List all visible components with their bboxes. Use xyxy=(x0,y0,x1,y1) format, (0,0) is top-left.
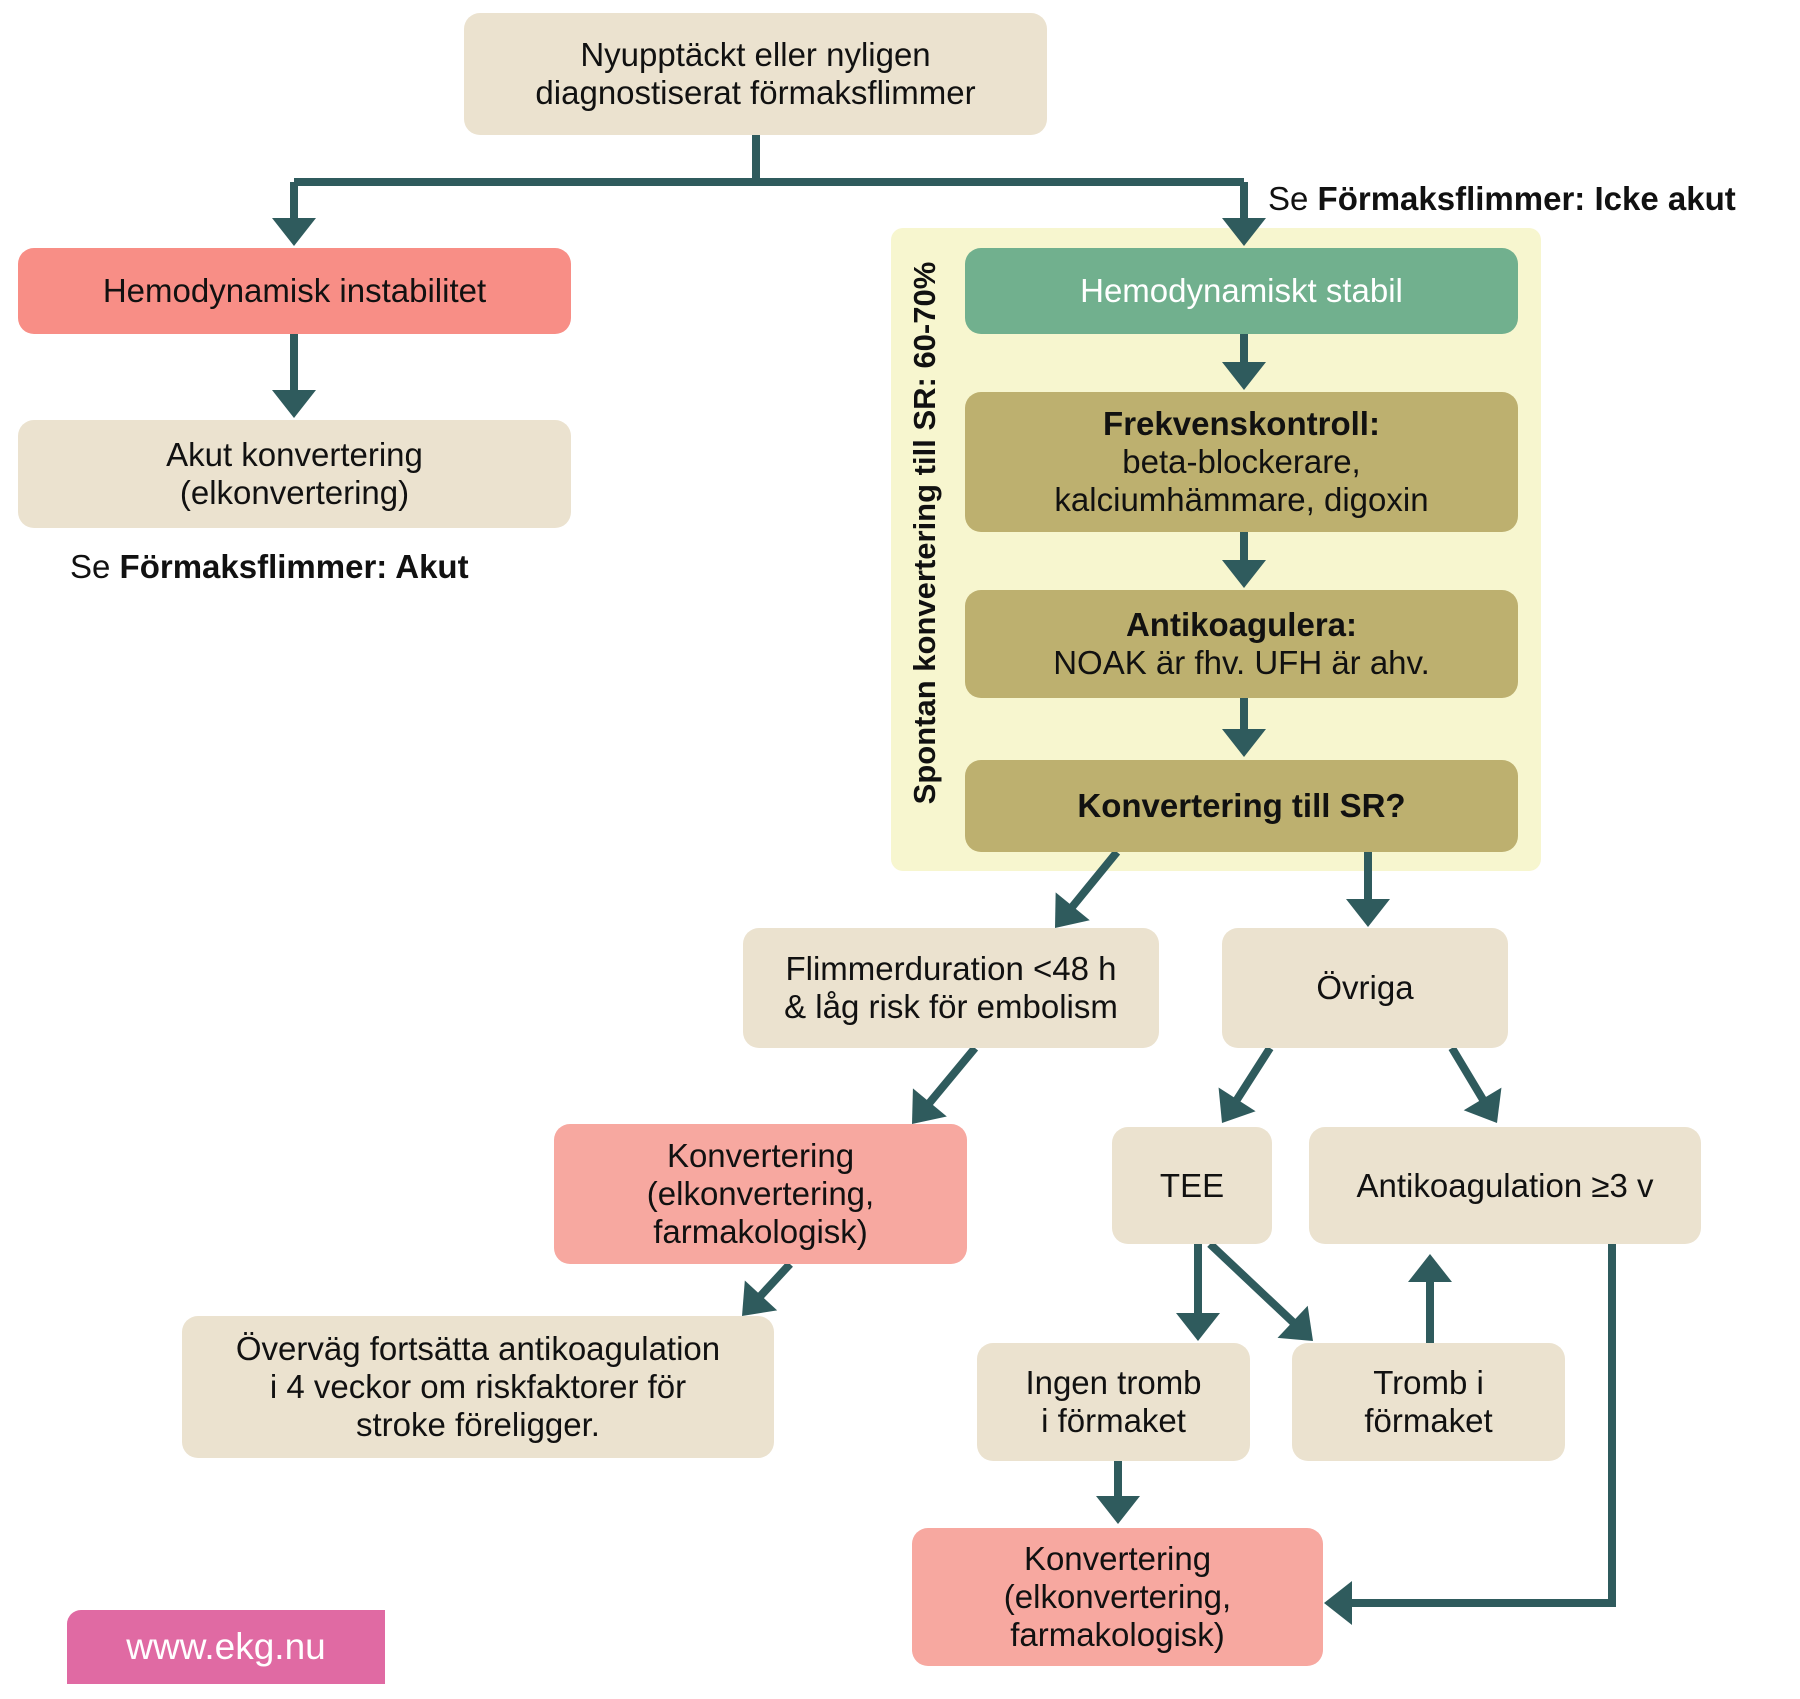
arrow-to-acute-conversion-head xyxy=(272,390,316,418)
thrombus-node: Tromb i förmaket xyxy=(1292,1343,1565,1461)
arrow-to-tee-line xyxy=(1232,1045,1274,1104)
see-acute-prefix: Se xyxy=(70,548,111,585)
arrow-to-consider-head xyxy=(742,1280,778,1316)
see-non-acute-link[interactable]: Förmaksflimmer: Icke akut xyxy=(1317,180,1736,217)
arrow-to-thrombus-line xyxy=(1207,1241,1297,1327)
conversion-bottom-node: Konvertering (elkonvertering, farmakolog… xyxy=(912,1528,1323,1666)
arrow-to-conversion-left-head xyxy=(912,1088,947,1124)
conversion-left-node: Konvertering (elkonvertering, farmakolog… xyxy=(554,1124,967,1264)
arrow-anticoagulation-to-conversion-line xyxy=(1350,1244,1616,1607)
conversion-question-title: Konvertering till SR? xyxy=(1077,787,1406,824)
conversion-bottom-line-3: farmakologisk) xyxy=(1010,1616,1225,1653)
others-node: Övriga xyxy=(1222,928,1508,1048)
rate-control-line-2: kalciumhämmare, digoxin xyxy=(1054,481,1429,518)
arrow-to-short-duration-line xyxy=(1068,849,1121,911)
short-duration-line-1: Flimmerduration <48 h xyxy=(785,950,1117,987)
short-duration-line-2: & låg risk för embolism xyxy=(784,988,1118,1025)
arrow-to-consider-line xyxy=(756,1261,793,1300)
hemodynamic-stable-node: Hemodynamiskt stabil xyxy=(965,248,1518,334)
see-acute-link[interactable]: Förmaksflimmer: Akut xyxy=(119,548,469,585)
arrow-to-tee-head xyxy=(1218,1087,1256,1123)
arrow-to-no-thrombus-head xyxy=(1176,1313,1220,1341)
rate-control-line-1: beta-blockerare, xyxy=(1122,443,1361,480)
anticoagulation-3w-node: Antikoagulation ≥3 v xyxy=(1309,1127,1701,1244)
arrow-to-others-head xyxy=(1346,899,1390,927)
others-label: Övriga xyxy=(1316,969,1414,1006)
hemodynamic-instability-node: Hemodynamisk instabilitet xyxy=(18,248,571,334)
acute-conversion-line-1: Akut konvertering xyxy=(166,436,423,473)
start-line-1: Nyupptäckt eller nyligen xyxy=(580,36,931,73)
thrombus-line-2: förmaket xyxy=(1364,1402,1493,1439)
anticoagulate-node: Antikoagulera: NOAK är fhv. UFH är ahv. xyxy=(965,590,1518,698)
anticoagulate-line-1: NOAK är fhv. UFH är ahv. xyxy=(1053,644,1430,681)
anticoagulate-title: Antikoagulera: xyxy=(1125,606,1358,643)
tee-node: TEE xyxy=(1112,1127,1272,1244)
arrow-to-conversion-bottom-head xyxy=(1096,1496,1140,1524)
stable-label: Hemodynamiskt stabil xyxy=(1080,272,1403,309)
ekg-logo[interactable]: www.ekg.nu xyxy=(67,1610,385,1684)
arrow-to-conversion-left-line xyxy=(925,1045,979,1107)
arrow-thrombus-to-anticoagulation-head xyxy=(1408,1254,1452,1282)
start-node: Nyupptäckt eller nyligen diagnostiserat … xyxy=(464,13,1047,135)
arrow-to-anticoagulation-3w-head xyxy=(1463,1087,1502,1123)
rate-control-title: Frekvenskontroll: xyxy=(1103,405,1380,442)
see-non-acute-prefix: Se xyxy=(1268,180,1309,217)
conversion-left-line-1: Konvertering xyxy=(666,1137,855,1174)
consider-line-2: i 4 veckor om riskfaktorer för xyxy=(269,1368,687,1405)
acute-conversion-node: Akut konvertering (elkonvertering) xyxy=(18,420,571,528)
arrow-to-thrombus-head xyxy=(1277,1305,1313,1341)
conversion-question-node: Konvertering till SR? xyxy=(965,760,1518,852)
arrow-anticoagulation-to-conversion-head xyxy=(1324,1581,1352,1625)
rate-control-node: Frekvenskontroll: beta-blockerare, kalci… xyxy=(965,392,1518,532)
consider-line-3: stroke föreligger. xyxy=(356,1406,600,1443)
see-acute-note: Se Förmaksflimmer: Akut xyxy=(70,548,469,586)
see-non-acute-note: Se Förmaksflimmer: Icke akut xyxy=(1268,180,1736,218)
arrow-to-rate-control-head xyxy=(1222,362,1266,390)
conversion-left-line-2: (elkonvertering, xyxy=(646,1175,875,1212)
conversion-left-line-3: farmakologisk) xyxy=(653,1213,868,1250)
arrow-to-conversion-question-head xyxy=(1222,729,1266,757)
arrow-to-stable-head xyxy=(1222,218,1266,246)
arrow-to-anticoagulation-3w-line xyxy=(1448,1045,1488,1103)
no-thrombus-line-2: i förmaket xyxy=(1041,1402,1186,1439)
anticoagulation-3w-label: Antikoagulation ≥3 v xyxy=(1356,1166,1654,1204)
conversion-bottom-line-1: Konvertering xyxy=(1023,1540,1212,1577)
arrow-to-instability-head xyxy=(272,218,316,246)
no-thrombus-node: Ingen tromb i förmaket xyxy=(977,1343,1250,1461)
arrow-to-anticoagulate-head xyxy=(1222,560,1266,588)
conversion-bottom-line-2: (elkonvertering, xyxy=(1003,1578,1232,1615)
consider-anticoagulation-node: Överväg fortsätta antikoagulation i 4 ve… xyxy=(182,1316,774,1458)
arrow-to-short-duration-head xyxy=(1055,892,1090,928)
short-duration-node: Flimmerduration <48 h & låg risk för emb… xyxy=(743,928,1159,1048)
tee-label: TEE xyxy=(1159,1166,1225,1204)
acute-conversion-line-2: (elkonvertering) xyxy=(179,474,410,511)
no-thrombus-line-1: Ingen tromb xyxy=(1025,1364,1202,1401)
instability-label: Hemodynamisk instabilitet xyxy=(102,272,487,309)
thrombus-line-1: Tromb i xyxy=(1373,1364,1484,1401)
start-line-2: diagnostiserat förmaksflimmer xyxy=(535,74,976,111)
consider-line-1: Överväg fortsätta antikoagulation xyxy=(235,1330,721,1367)
